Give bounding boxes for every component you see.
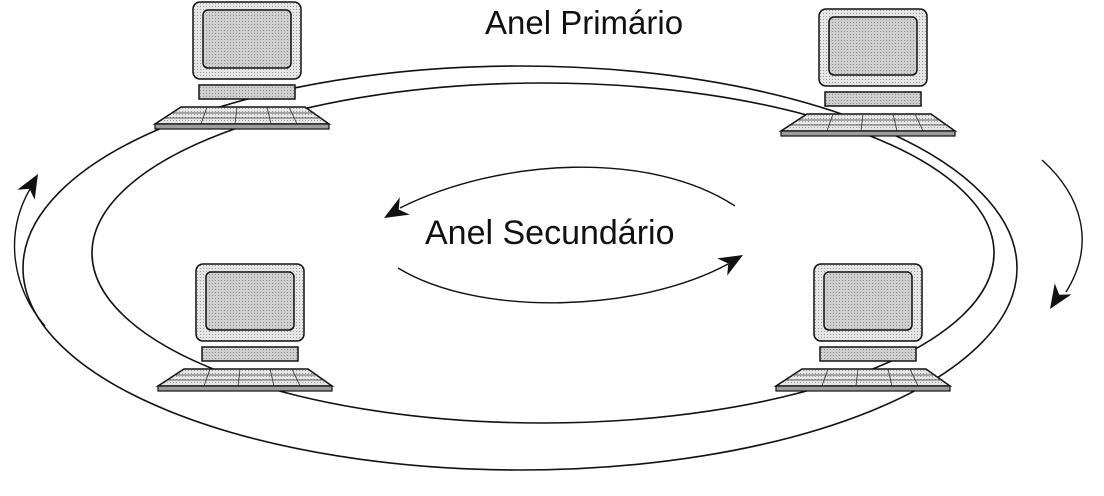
- right-arrowhead-icon: [1041, 283, 1072, 315]
- secondary-upper-arc: [399, 166, 736, 209]
- secondary-right-arrowhead-icon: [717, 246, 748, 276]
- secondary-lower-arc: [397, 263, 729, 304]
- left-arrowhead-icon: [17, 169, 47, 200]
- right-direction-arc: [1041, 159, 1083, 293]
- primary-ring-inner: [91, 82, 995, 424]
- computer-icon-top-right: [780, 8, 956, 137]
- computer-icon-top-left: [154, 1, 330, 130]
- primary-ring-outer: [22, 65, 1018, 471]
- computer-icon-bottom-left: [157, 263, 333, 392]
- secondary-ring-label: Anel Secundário: [425, 214, 675, 252]
- left-direction-arc: [13, 188, 46, 327]
- primary-ring-label: Anel Primário: [485, 4, 684, 41]
- secondary-left-arrowhead-icon: [379, 197, 410, 227]
- computer-icon-bottom-right: [775, 263, 951, 392]
